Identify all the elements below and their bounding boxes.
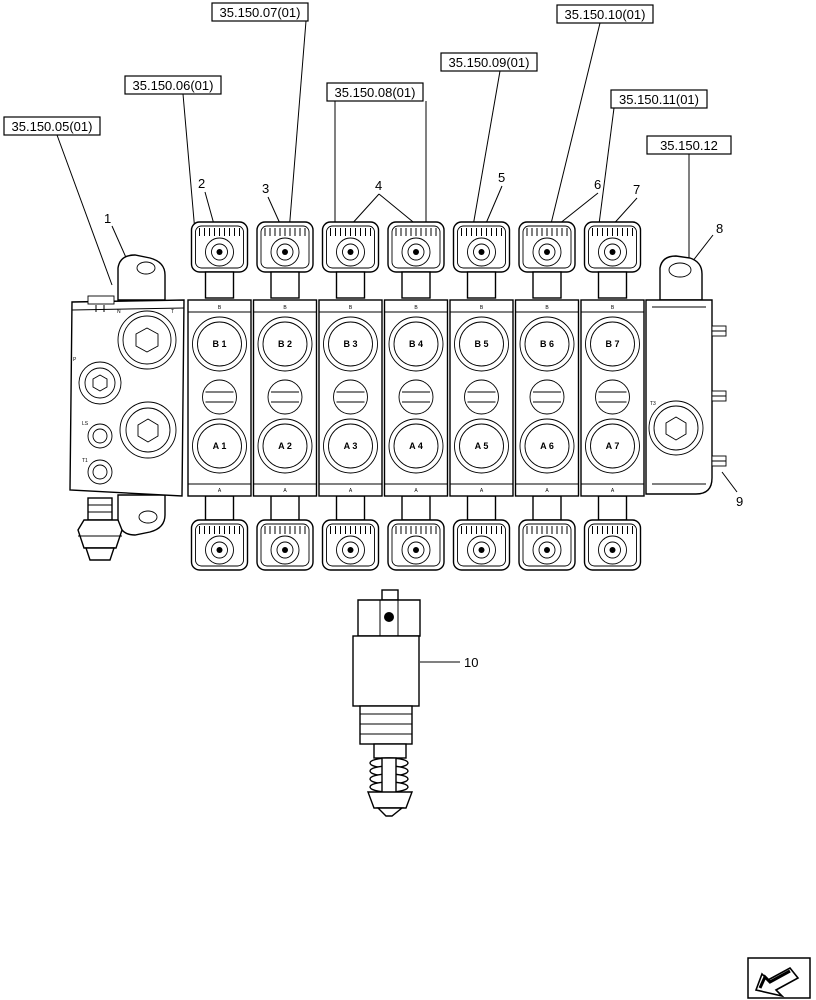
section-top-mark: B <box>414 305 418 311</box>
callout-6: 6 <box>594 177 601 192</box>
callout-4: 4 <box>375 178 382 193</box>
svg-text:35.150.12: 35.150.12 <box>660 138 718 153</box>
port-label-b1: B 1 <box>212 339 226 349</box>
svg-text:35.150.09(01): 35.150.09(01) <box>449 55 530 70</box>
ref-box-35-150-06[interactable]: 35.150.06(01) <box>124 75 222 95</box>
solenoid-cartridge <box>352 589 421 817</box>
port-label-b4: B 4 <box>409 339 423 349</box>
port-label-b2: B 2 <box>278 339 292 349</box>
port-label-a3: A 3 <box>344 441 358 451</box>
svg-text:35.150.11(01): 35.150.11(01) <box>619 92 699 107</box>
ref-box-35-150-10[interactable]: 35.150.10(01) <box>556 4 654 24</box>
ref-box-35-150-11[interactable]: 35.150.11(01) <box>610 89 708 109</box>
section-bottom-mark: A <box>611 488 615 494</box>
port-label-b5: B 5 <box>474 339 488 349</box>
svg-text:35.150.07(01): 35.150.07(01) <box>220 5 301 20</box>
section-bottom-mark: A <box>414 488 418 494</box>
work-section-5[interactable]: B A B 5 A 5 <box>449 221 514 571</box>
svg-text:N: N <box>117 309 121 315</box>
section-bottom-mark: A <box>480 488 484 494</box>
svg-text:35.150.06(01): 35.150.06(01) <box>133 78 214 93</box>
svg-text:T3: T3 <box>650 401 656 407</box>
section-top-mark: B <box>545 305 549 311</box>
svg-text:35.150.05(01): 35.150.05(01) <box>12 119 93 134</box>
outlet-section: T3 <box>645 255 727 495</box>
work-section-6[interactable]: B A B 6 A 6 <box>514 221 580 571</box>
work-section-1[interactable]: B A B 1 A 1 <box>187 221 252 571</box>
callout-numbers: 1 2 3 4 5 6 7 8 9 10 <box>104 170 743 670</box>
section-top-mark: B <box>283 305 287 311</box>
work-section-4[interactable]: B A B 4 A 4 <box>383 221 449 571</box>
section-top-mark: B <box>480 305 484 311</box>
callout-7: 7 <box>633 182 640 197</box>
port-label-b3: B 3 <box>343 339 357 349</box>
callout-3: 3 <box>262 181 269 196</box>
callout-8: 8 <box>716 221 723 236</box>
work-section-7[interactable]: B A B 7 A 7 <box>580 221 645 571</box>
callout-5: 5 <box>498 170 505 185</box>
section-top-mark: B <box>611 305 615 311</box>
section-bottom-mark: A <box>218 488 222 494</box>
svg-text:T1: T1 <box>82 458 88 464</box>
port-label-a1: A 1 <box>213 441 227 451</box>
svg-text:35.150.08(01): 35.150.08(01) <box>335 85 416 100</box>
reference-leaders <box>56 20 690 286</box>
work-section-3[interactable]: B A B 3 A 3 <box>318 221 383 571</box>
section-bottom-mark: A <box>545 488 549 494</box>
section-bottom-mark: A <box>349 488 353 494</box>
port-label-a7: A 7 <box>606 441 620 451</box>
callout-9: 9 <box>736 494 743 509</box>
port-label-b6: B 6 <box>540 339 554 349</box>
port-label-a4: A 4 <box>409 441 423 451</box>
ref-box-35-150-08[interactable]: 35.150.08(01) <box>326 82 424 102</box>
callout-1: 1 <box>104 211 111 226</box>
arrow-icon[interactable] <box>747 957 811 999</box>
section-top-mark: B <box>218 305 222 311</box>
section-top-mark: B <box>349 305 353 311</box>
svg-text:T: T <box>171 309 174 315</box>
port-label-a2: A 2 <box>278 441 292 451</box>
work-sections: B A B 1 A 1 B A B 2 A 2 B A B 3 A 3 B A B 4 A 4 B A B 5 A 5… <box>187 221 645 571</box>
port-label-a5: A 5 <box>475 441 489 451</box>
ref-box-35-150-09[interactable]: 35.150.09(01) <box>440 52 538 72</box>
inlet-section: N T P LS T1 <box>69 254 185 561</box>
ref-box-35-150-05[interactable]: 35.150.05(01) <box>3 116 101 136</box>
ref-box-35-150-07[interactable]: 35.150.07(01) <box>211 2 309 22</box>
callout-10: 10 <box>464 655 478 670</box>
callout-2: 2 <box>198 176 205 191</box>
svg-text:P: P <box>73 357 77 363</box>
port-label-a6: A 6 <box>540 441 554 451</box>
port-label-b7: B 7 <box>605 339 619 349</box>
section-bottom-mark: A <box>283 488 287 494</box>
work-section-2[interactable]: B A B 2 A 2 <box>252 221 318 571</box>
svg-text:LS: LS <box>82 421 89 427</box>
ref-box-35-150-12[interactable]: 35.150.12 <box>646 135 732 155</box>
svg-text:35.150.10(01): 35.150.10(01) <box>565 7 646 22</box>
